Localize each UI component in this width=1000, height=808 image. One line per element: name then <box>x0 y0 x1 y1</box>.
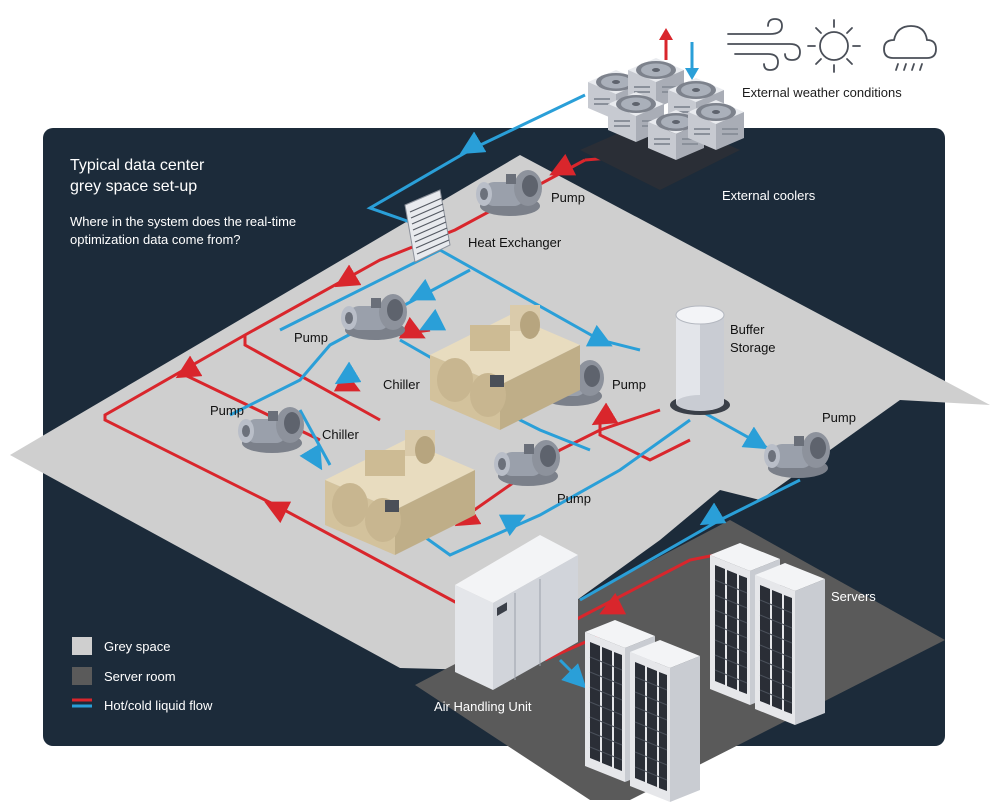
air-handling-unit-label: Air Handling Unit <box>434 699 532 714</box>
sun-icon <box>807 19 861 73</box>
wind-icon <box>727 18 801 71</box>
buffer-label-line-1: Buffer <box>730 322 765 337</box>
legend-swatch-server-room <box>72 667 92 685</box>
title-line-2: grey space set-up <box>70 178 197 195</box>
air-handling-unit[interactable] <box>455 535 578 690</box>
subtitle-line-1: Where in the system does the real-time <box>70 214 296 229</box>
subtitle-line-2: optimization data come from? <box>70 232 241 247</box>
server-rack-back-2[interactable] <box>754 562 826 726</box>
title-line-1: Typical data center <box>70 157 205 174</box>
chiller-label-upper: Chiller <box>383 377 421 392</box>
cold-arrows <box>299 131 769 689</box>
pump-label-top: Pump <box>551 190 585 205</box>
legend-label-flow: Hot/cold liquid flow <box>104 698 213 713</box>
heat-exchanger[interactable] <box>404 189 451 263</box>
legend-label-server-room: Server room <box>104 669 176 684</box>
pump-label-left: Pump <box>210 403 244 418</box>
external-coolers[interactable] <box>580 58 744 190</box>
buffer-label-line-2: Storage <box>730 340 776 355</box>
pump-label-center-right: Pump <box>612 377 646 392</box>
chiller-label-lower: Chiller <box>322 427 360 442</box>
legend-label-grey-space: Grey space <box>104 639 170 654</box>
rain-cloud-icon <box>883 25 937 71</box>
legend-swatch-grey-space <box>72 637 92 655</box>
buffer-storage-tank[interactable] <box>670 305 730 415</box>
weather-label: External weather conditions <box>742 85 902 100</box>
heat-exchanger-label: Heat Exchanger <box>468 235 562 250</box>
server-rack-front-2[interactable] <box>629 639 701 803</box>
airflow-arrows-icon <box>659 28 699 80</box>
pump-label-lower-center: Pump <box>557 491 591 506</box>
legend: Grey space Server room Hot/cold liquid f… <box>72 637 213 713</box>
servers-label: Servers <box>831 589 876 604</box>
pump-label-right: Pump <box>822 410 856 425</box>
external-coolers-label: External coolers <box>722 188 816 203</box>
pump-label-upper-left: Pump <box>294 330 328 345</box>
